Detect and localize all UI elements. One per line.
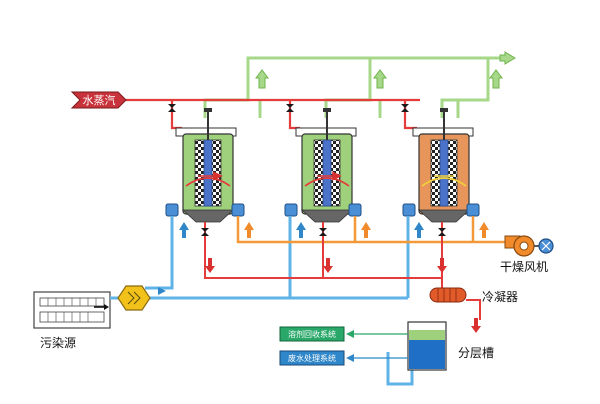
- adsorber-1: [175, 108, 237, 223]
- wastewater-treatment-label: 废水处理系统: [288, 353, 336, 363]
- exhaust-up-arrows: [255, 51, 516, 89]
- outlet-valves: [201, 228, 446, 236]
- solvent-recovery-system: 溶剂回收系统: [279, 326, 345, 342]
- outlet-lines: [204, 222, 481, 320]
- dryer-fan: [504, 235, 554, 257]
- steam-label: 水蒸汽: [83, 93, 116, 107]
- pollution-source-machine: [33, 291, 111, 329]
- dryer-fan-label: 干燥风机: [500, 260, 549, 274]
- exhaust-lines: [203, 56, 508, 118]
- condenser-label: 冷凝器: [482, 290, 519, 304]
- separator-tank: [407, 321, 447, 371]
- filter-unit: [117, 285, 151, 311]
- outlet-arrows: [205, 258, 481, 333]
- nozzles: [165, 203, 480, 217]
- steam-lines: [118, 98, 420, 130]
- separator-tank-label: 分层槽: [458, 346, 495, 360]
- wastewater-treatment-system: 废水处理系统: [279, 350, 345, 366]
- adsorber-3: [412, 108, 474, 223]
- hot-air-lines: [236, 216, 505, 244]
- air-lines: [145, 216, 414, 386]
- steam-inlet: 水蒸汽: [70, 91, 127, 109]
- steam-valves: [168, 104, 409, 112]
- tank-output-arrows: [346, 330, 354, 362]
- condenser: [429, 287, 467, 303]
- adsorber-2: [295, 108, 357, 223]
- solvent-recovery-label: 溶剂回收系统: [288, 329, 336, 339]
- tank-output-lines: [352, 333, 408, 359]
- hot-air-arrows: [244, 222, 489, 238]
- air-arrows: [158, 222, 424, 295]
- pollution-source-label: 污染源: [40, 336, 77, 350]
